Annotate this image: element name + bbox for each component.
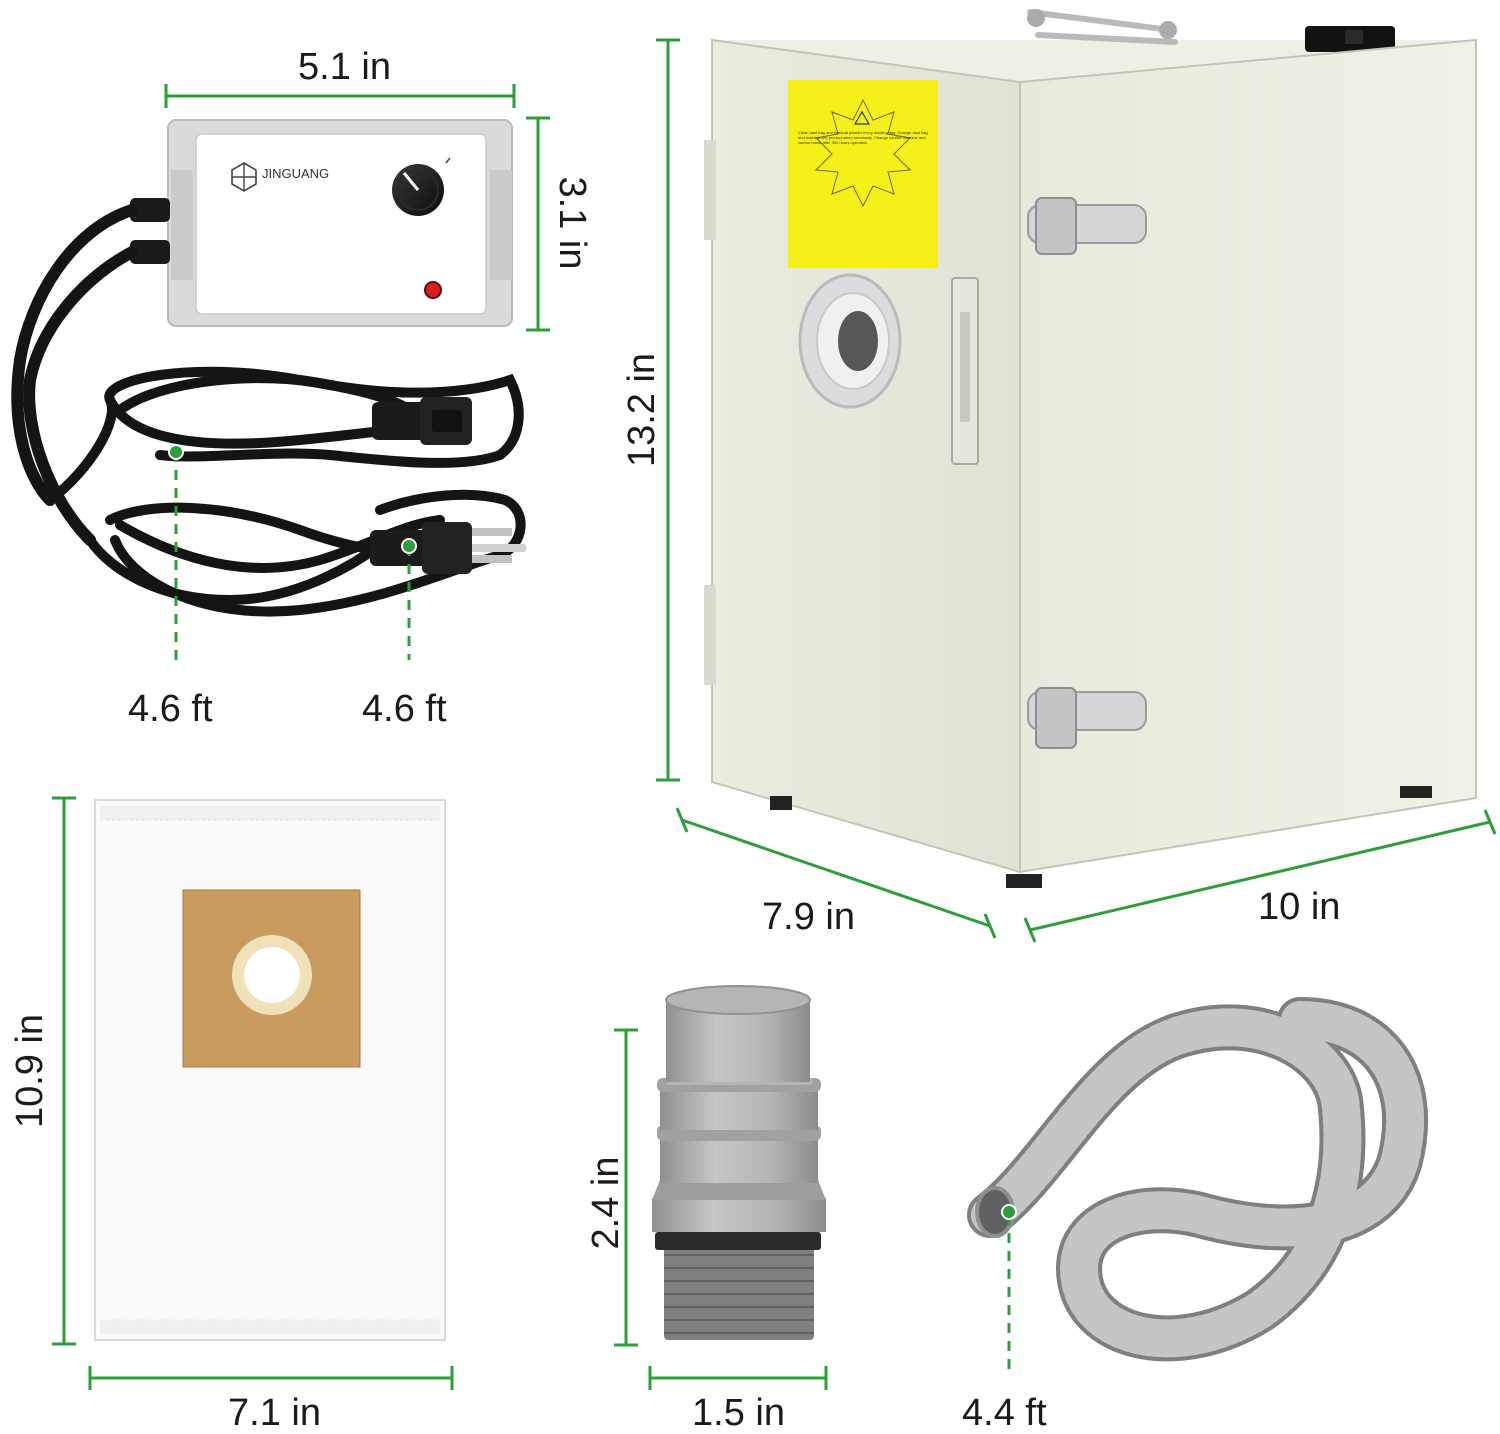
carry-handle [1027, 9, 1178, 45]
warning-label-text: Clean dust bag and residual powder every… [798, 130, 928, 146]
dust-bag-width-label: 7.1 in [228, 1392, 321, 1434]
warning-label: Clean dust bag and residual powder every… [788, 80, 938, 268]
dimension-dots [168, 444, 1017, 1220]
adapter-height-label: 2.4 in [585, 1156, 627, 1250]
dimension-lines [52, 38, 1497, 1390]
power-cord-1-length-label: 4.6 ft [128, 688, 213, 730]
dust-bag [94, 799, 446, 1341]
latch-top [1027, 197, 1147, 255]
hose-length-label: 4.4 ft [962, 1392, 1047, 1434]
control-box-width-label: 5.1 in [298, 46, 391, 88]
iec-connector [372, 397, 472, 445]
dust-bag-height-label: 10.9 in [9, 1013, 51, 1129]
hose-adapter [652, 985, 826, 1340]
cabinet-width-label: 10 in [1258, 886, 1341, 928]
power-cord-2-length-label: 4.6 ft [362, 688, 447, 730]
flexible-hose [967, 997, 1429, 1362]
cabinet-depth-label: 7.9 in [762, 896, 855, 938]
speed-knob [392, 157, 451, 216]
wall-plug [370, 522, 527, 574]
brand-logo [231, 162, 257, 192]
door-handle [951, 277, 979, 465]
adapter-width-label: 1.5 in [692, 1392, 785, 1434]
latch-bottom [1027, 687, 1147, 749]
cabinet-height-label: 13.2 in [621, 352, 663, 468]
power-indicator-light [424, 281, 442, 299]
control-box-height-label: 3.1 in [551, 176, 593, 270]
dust-collector-cabinet: Clean dust bag and residual powder every… [704, 9, 1477, 888]
hose-inlet-port [798, 273, 902, 409]
brand-label: JINGUANG [262, 166, 329, 181]
control-box: JINGUANG [130, 119, 513, 327]
